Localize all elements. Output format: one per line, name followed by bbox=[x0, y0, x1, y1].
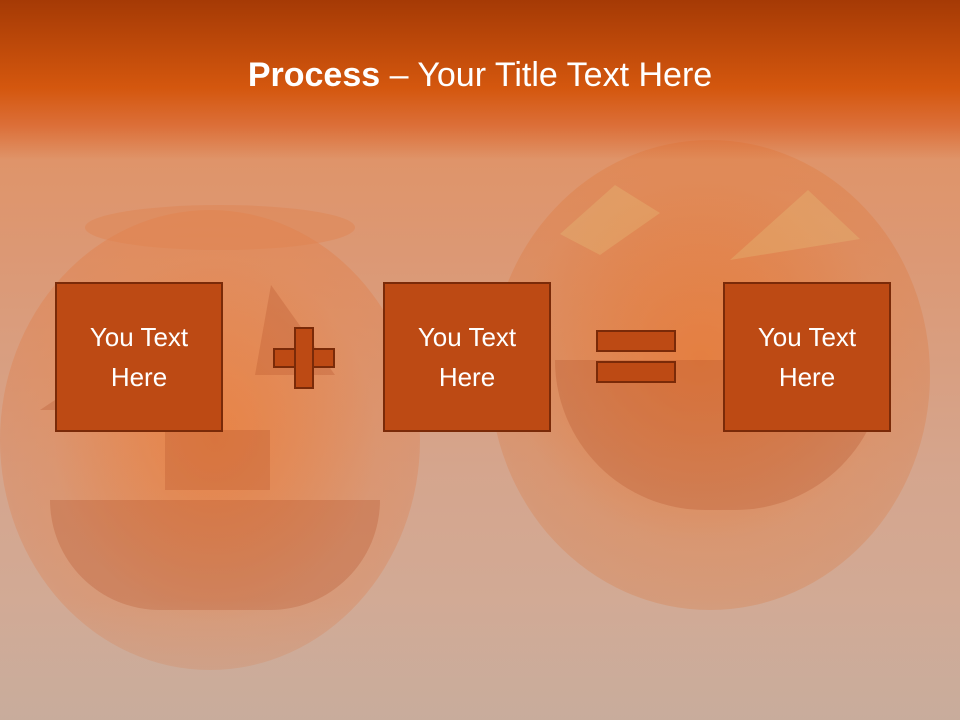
pumpkin-lid bbox=[85, 205, 355, 250]
title-bar bbox=[0, 0, 960, 160]
title-text: – Your Title Text Here bbox=[380, 56, 713, 94]
process-box-3[interactable]: You Text Here bbox=[723, 282, 891, 432]
slide-title[interactable]: Process – Your Title Text Here bbox=[0, 52, 960, 98]
left-pumpkin-nose bbox=[165, 430, 270, 490]
left-pumpkin-mouth bbox=[50, 500, 380, 610]
process-box-1[interactable]: You Text Here bbox=[55, 282, 223, 432]
leaf-ground bbox=[0, 600, 960, 720]
title-bold: Process bbox=[247, 56, 381, 94]
equals-icon bbox=[596, 330, 676, 384]
process-box-2[interactable]: You Text Here bbox=[383, 282, 551, 432]
plus-icon bbox=[273, 327, 335, 389]
